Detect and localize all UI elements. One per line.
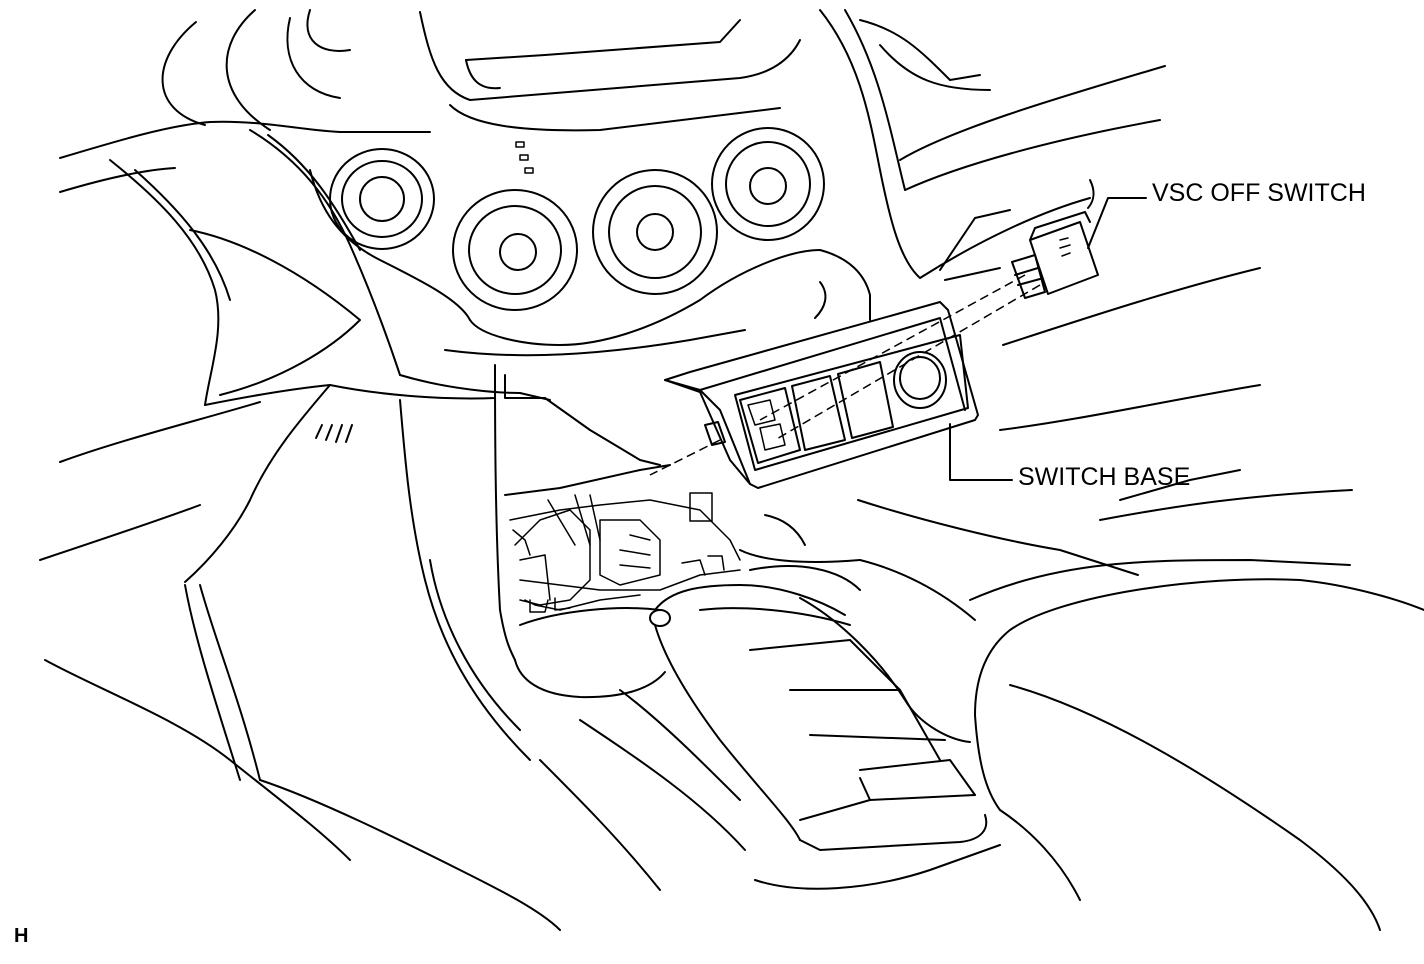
switch-base	[664, 301, 979, 489]
dashboard-outline	[59, 9, 1261, 346]
vsc-off-switch-label: VSC OFF SWITCH	[1152, 179, 1366, 207]
right-seat	[857, 384, 1424, 931]
vsc-off-switch	[1011, 211, 1099, 299]
vsc-off-switch-leader	[1087, 197, 1147, 249]
floor-lines	[44, 399, 746, 931]
console-opening	[494, 364, 741, 661]
center-vents	[309, 127, 871, 357]
illustration-code: H	[14, 925, 29, 947]
alignment-lines	[649, 274, 1041, 476]
switch-base-label: SWITCH BASE	[1018, 463, 1191, 491]
leader-lines	[949, 197, 1147, 481]
center-console	[514, 514, 1001, 890]
steering-column	[39, 129, 521, 583]
switch-base-leader	[949, 423, 1013, 481]
